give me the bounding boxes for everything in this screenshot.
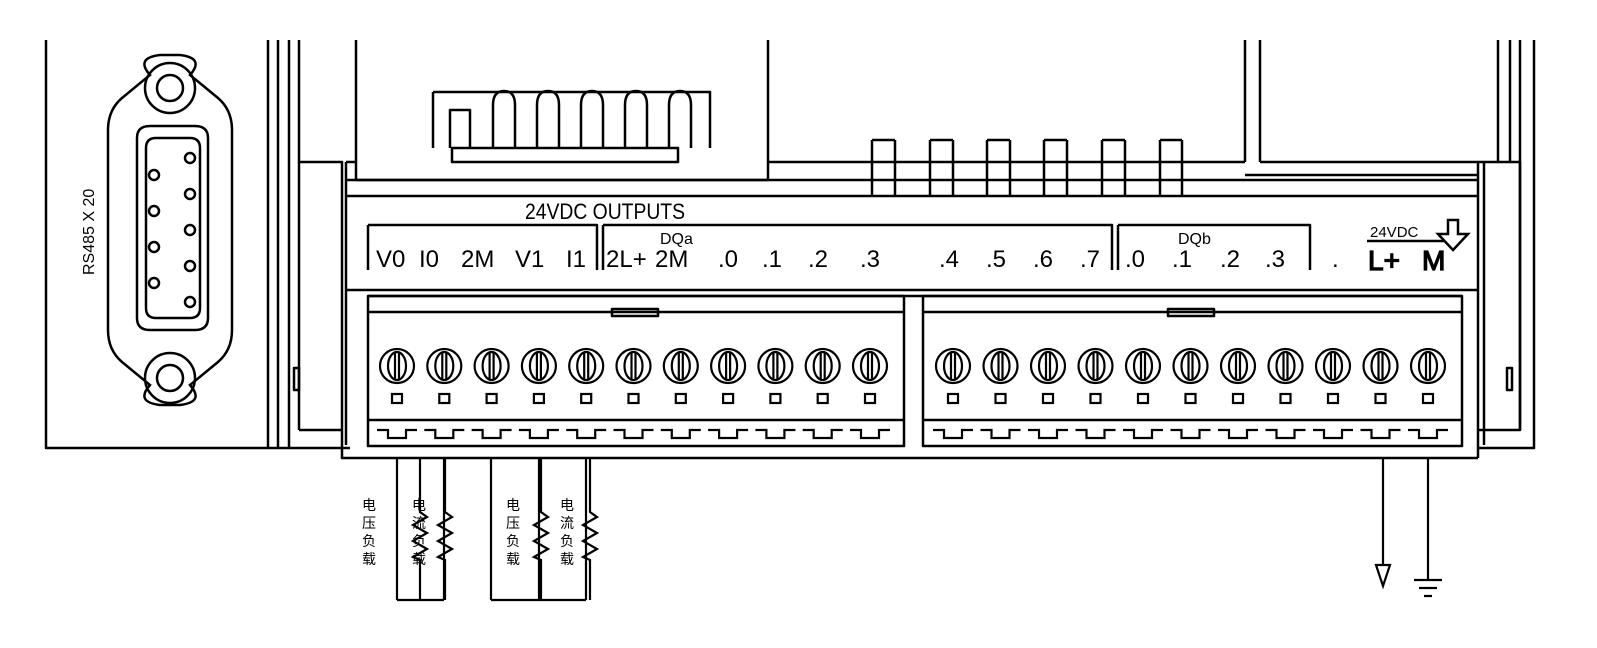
terminal-label: I0 — [419, 246, 439, 273]
terminal-screw[interactable] — [1265, 347, 1306, 440]
dqb-title: DQb — [1178, 231, 1211, 248]
load-resistor — [435, 458, 455, 600]
terminal-label: .2 — [808, 246, 828, 273]
terminal-screw[interactable] — [660, 347, 701, 440]
terminal-screw[interactable] — [755, 347, 796, 440]
terminal-label: .1 — [762, 246, 782, 273]
terminal-screw[interactable] — [518, 347, 559, 440]
terminal-label: .0 — [718, 246, 738, 273]
terminal-screw[interactable] — [1408, 347, 1448, 440]
terminal-labels: V0 I0 2M V1 I1 2L+ 2M .0 .1 .2 .3 .4 .5 .6 .7 .0 .1 .2 .3.… — [376, 244, 1446, 276]
terminal-screw[interactable] — [933, 347, 973, 440]
terminal-label: . — [1332, 246, 1339, 273]
load-resistor — [410, 458, 430, 600]
load-wiring: 电压负载 电流负载 电压负载 电流负载 — [362, 458, 1442, 602]
terminal-screw[interactable] — [1075, 347, 1116, 440]
terminal-screws — [377, 347, 1448, 440]
terminal-label: 2M — [461, 246, 494, 273]
terminal-label: .3 — [1265, 246, 1285, 273]
terminal-screw[interactable] — [802, 347, 843, 440]
terminal-label: .5 — [986, 246, 1006, 273]
load-label: 电压负载 — [362, 497, 376, 567]
power-terminal-label: L+ — [1368, 245, 1400, 276]
terminal-screw[interactable] — [613, 347, 654, 440]
terminal-screw[interactable] — [1360, 347, 1401, 440]
terminal-screw[interactable] — [708, 347, 749, 440]
terminal-screw[interactable] — [1170, 347, 1211, 440]
terminal-screw[interactable] — [1123, 347, 1163, 440]
terminal-label: .4 — [939, 246, 959, 273]
terminal-screw[interactable] — [850, 347, 890, 440]
terminal-label: V1 — [515, 246, 544, 273]
terminal-screw[interactable] — [980, 347, 1021, 440]
load-label: 电压负载 — [506, 497, 520, 567]
terminal-label: 2L+ — [606, 246, 647, 273]
terminal-label: I1 — [566, 246, 586, 273]
db9-connector — [106, 53, 234, 407]
terminal-screw[interactable] — [1028, 347, 1068, 440]
outputs-title: 24VDC OUTPUTS — [525, 199, 685, 224]
terminal-label: .3 — [860, 246, 880, 273]
terminal-label: 2M — [655, 246, 688, 273]
terminal-label: .0 — [1125, 246, 1145, 273]
dqa-title: DQa — [660, 231, 693, 248]
terminal-screw[interactable] — [471, 347, 512, 440]
module-outline — [44, 40, 1536, 460]
terminal-screw[interactable] — [377, 347, 417, 440]
load-resistor — [531, 458, 551, 600]
supply-arrow-icon — [1435, 218, 1471, 252]
terminal-label: .2 — [1220, 246, 1240, 273]
terminal-label: .7 — [1080, 246, 1100, 273]
load-label: 电流负载 — [560, 497, 574, 567]
supply-label: 24VDC — [1370, 224, 1419, 241]
load-resistor — [580, 458, 600, 600]
terminal-label: V0 — [376, 246, 405, 273]
power-wiring — [1374, 458, 1442, 598]
port-label: RS485 X 20 — [81, 189, 98, 275]
terminal-screw[interactable] — [1218, 347, 1258, 440]
terminal-label: .1 — [1172, 246, 1192, 273]
terminal-screw[interactable] — [566, 347, 607, 440]
load-label: 电流负载 — [412, 497, 426, 567]
terminal-label: .6 — [1033, 246, 1053, 273]
terminal-screw[interactable] — [424, 347, 465, 440]
terminal-screw[interactable] — [1313, 347, 1353, 440]
power-terminal-label: M — [1422, 245, 1445, 276]
